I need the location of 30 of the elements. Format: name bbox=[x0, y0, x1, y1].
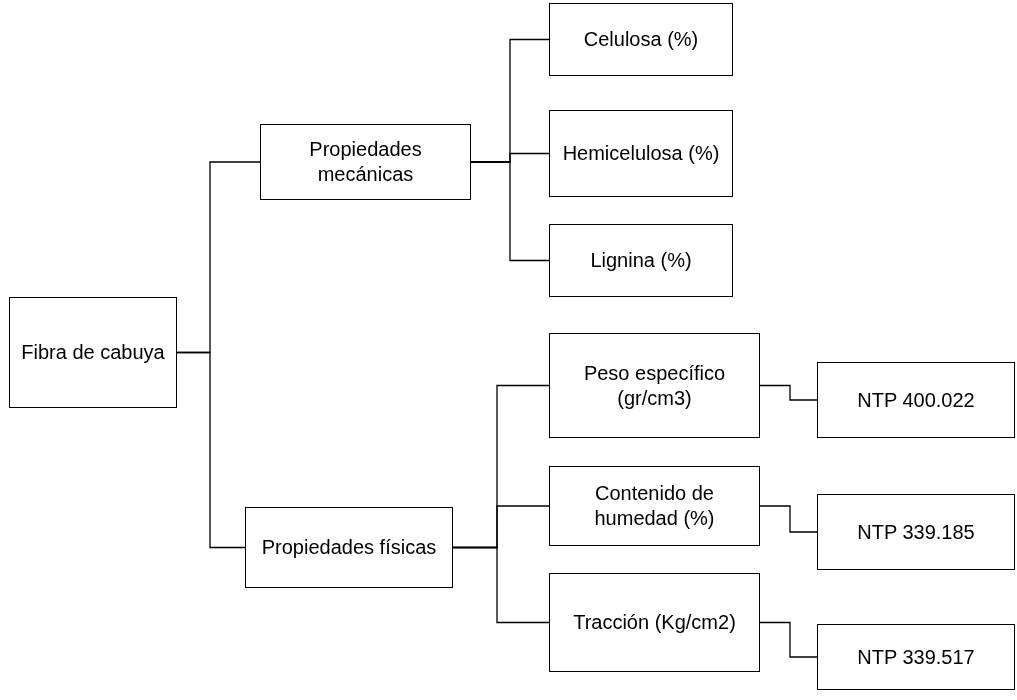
text-box bbox=[549, 466, 760, 546]
text-box bbox=[817, 362, 1015, 438]
node-label: Lignina (%) bbox=[590, 248, 692, 273]
text-box bbox=[549, 333, 760, 438]
node-label: Celulosa (%) bbox=[583, 27, 699, 52]
node-label: NTP 339.185 bbox=[857, 519, 975, 545]
text-box bbox=[817, 624, 1015, 690]
text-box bbox=[817, 494, 1015, 570]
text-box bbox=[549, 3, 733, 76]
text-box bbox=[549, 110, 733, 197]
text-box bbox=[549, 573, 760, 672]
connector-line bbox=[452, 546, 550, 624]
text-box bbox=[260, 124, 471, 200]
node-label: Contenido de humedad (%) bbox=[593, 481, 716, 531]
connector-line bbox=[759, 505, 818, 533]
text-box bbox=[245, 507, 453, 588]
node-label: Propiedades mecánicas bbox=[308, 137, 423, 187]
node-label: Propiedades físicas bbox=[261, 535, 437, 560]
text-box bbox=[9, 297, 177, 408]
text-box bbox=[549, 224, 733, 297]
node-label: Fibra de cabuya bbox=[21, 340, 165, 365]
node-label: Hemicelulosa (%) bbox=[562, 141, 720, 166]
connector-line bbox=[176, 351, 246, 549]
node-label: NTP 339.517 bbox=[857, 644, 975, 670]
node-label: NTP 400.022 bbox=[857, 387, 975, 413]
node-label: Peso específico (gr/cm3) bbox=[582, 360, 727, 411]
connector-line bbox=[470, 161, 550, 262]
node-label: Tracción (Kg/cm2) bbox=[573, 610, 736, 635]
connector-line bbox=[759, 384, 818, 401]
connector-line bbox=[759, 621, 818, 658]
